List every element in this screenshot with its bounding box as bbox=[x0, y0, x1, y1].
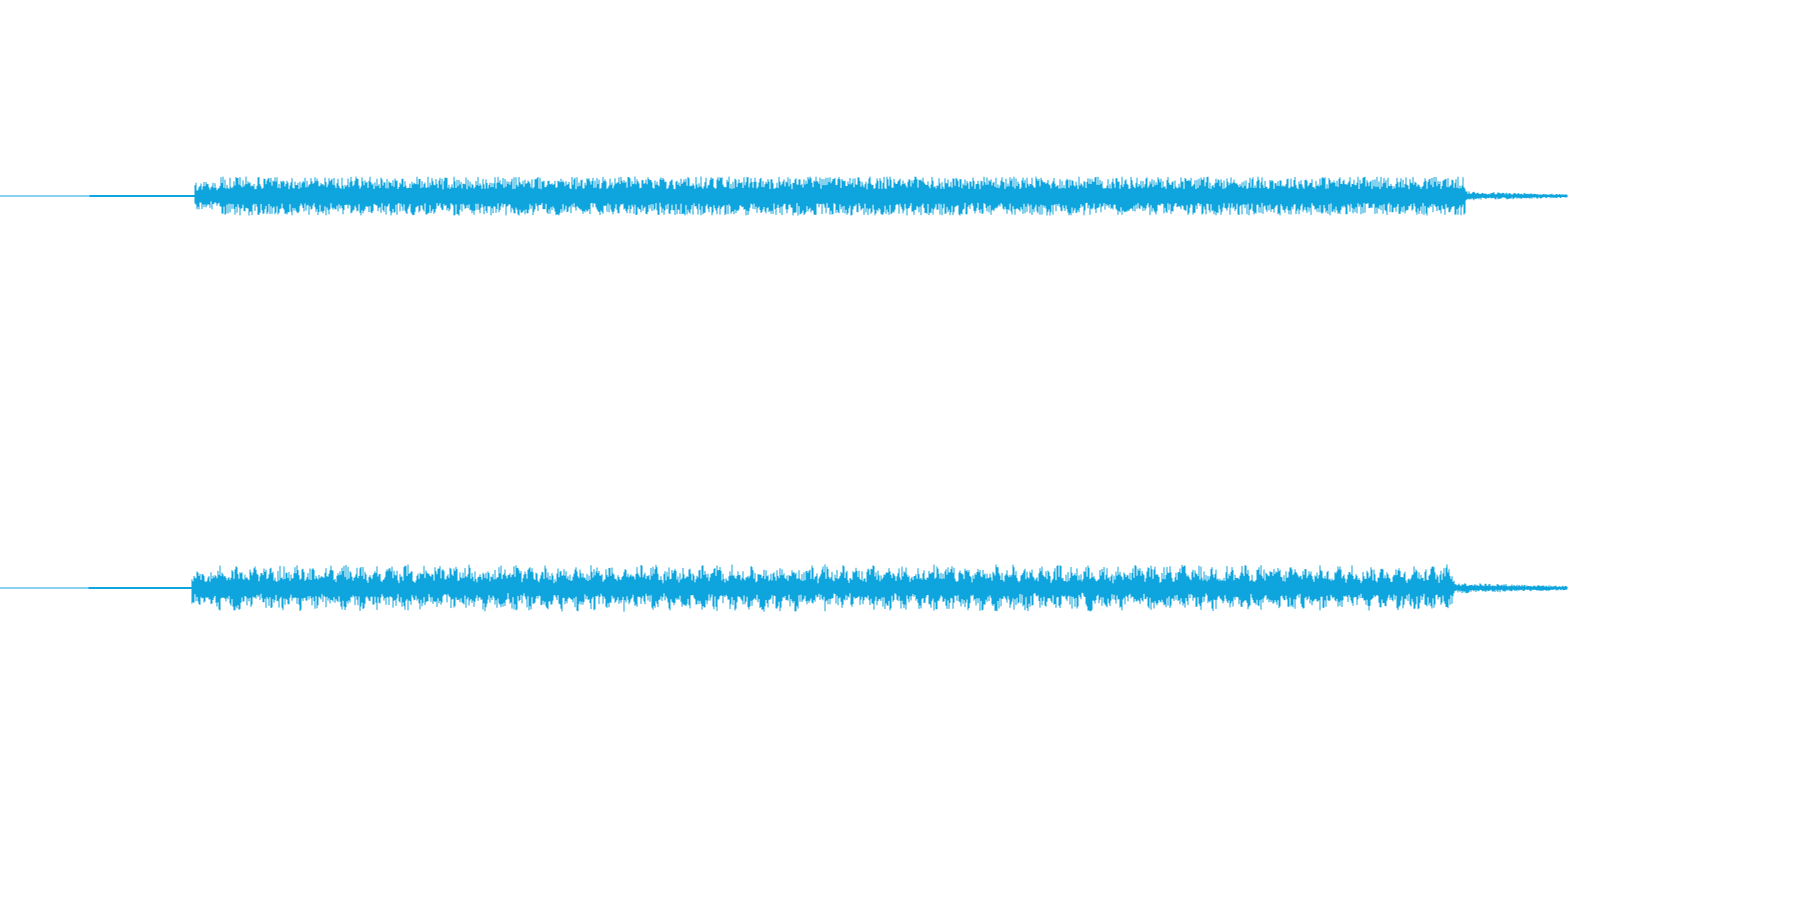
waveform-channel-2 bbox=[0, 564, 1568, 612]
waveform-channel-1 bbox=[0, 176, 1568, 216]
